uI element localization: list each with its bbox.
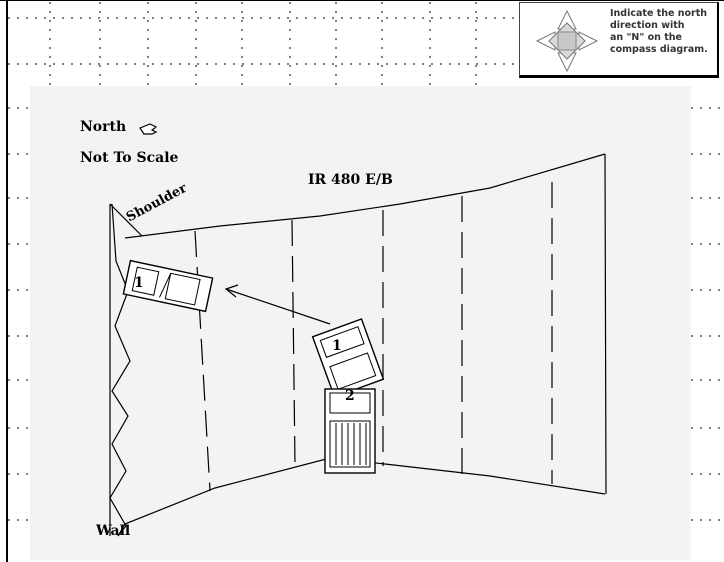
left-margin-rule — [6, 0, 8, 562]
travel-path — [225, 288, 331, 325]
road-north-edge — [124, 153, 606, 239]
pointing-hand-icon — [139, 123, 158, 135]
sketch-drawing — [109, 123, 607, 537]
wall-label: Wall — [96, 523, 131, 539]
compass-icon[interactable] — [534, 9, 600, 73]
vehicle-2-label: 2 — [345, 388, 355, 404]
vehicle-1-impact — [311, 318, 385, 398]
arrow-head — [224, 284, 239, 298]
compass-instruction-text: Indicate the north direction with an "N"… — [610, 8, 708, 55]
wall-zigzag — [109, 203, 131, 537]
vehicle-1-impact-label: 1 — [332, 338, 342, 354]
vehicle-2 — [324, 388, 376, 474]
collision-sketch: North Not To Scale IR 480 E/B Shoulder W… — [30, 86, 691, 560]
compass-instruction-box: Indicate the north direction with an "N"… — [519, 2, 719, 78]
vehicle-1-rest-label: 1 — [134, 275, 144, 291]
road-east-end — [604, 153, 607, 495]
north-label: North — [80, 119, 127, 135]
vehicle-1-rest — [122, 259, 214, 313]
road-label: IR 480 E/B — [308, 172, 393, 188]
scale-note: Not To Scale — [80, 150, 179, 166]
